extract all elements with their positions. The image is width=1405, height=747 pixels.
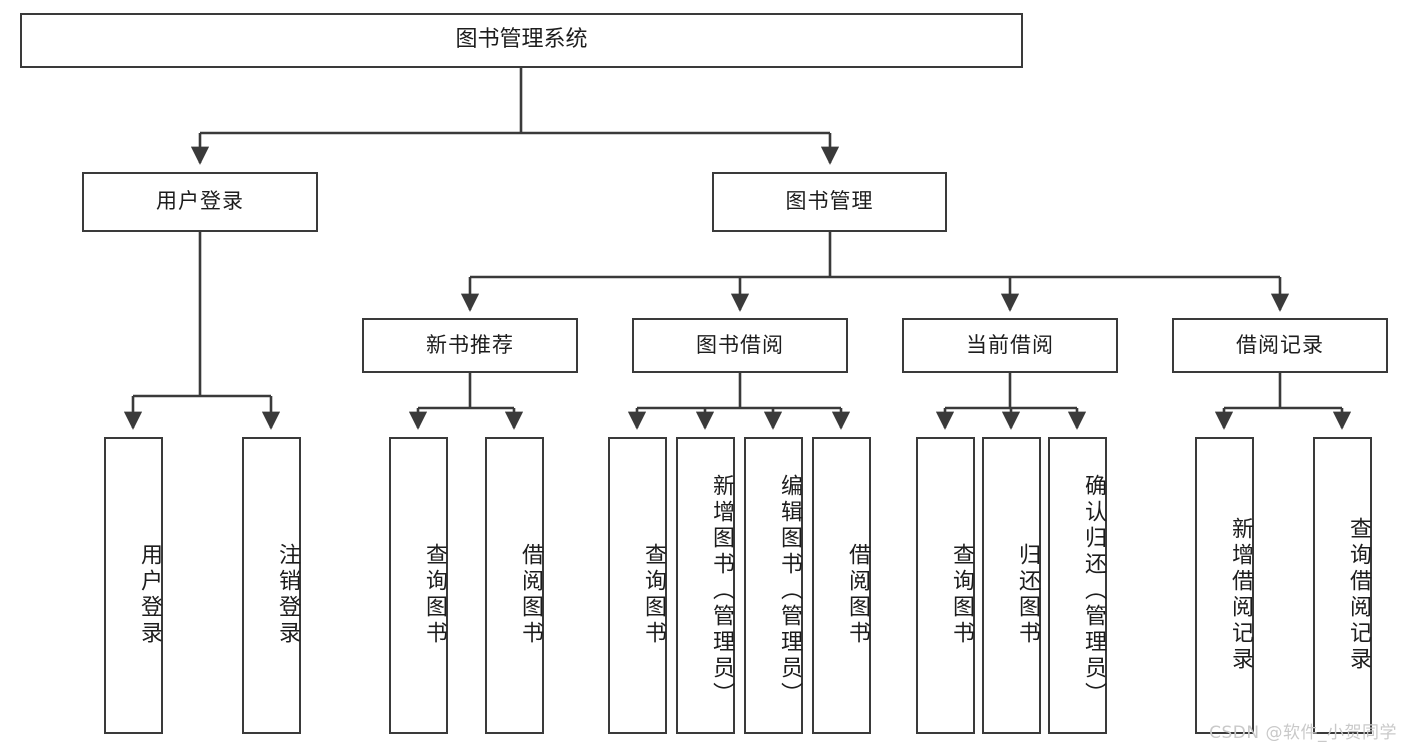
node-label: 用户登录 bbox=[156, 189, 244, 214]
node-new-book-recommend[interactable]: 新书推荐 bbox=[362, 318, 578, 373]
leaf-borrow-query-book[interactable]: 查询图书 bbox=[608, 437, 667, 734]
leaf-user-logout[interactable]: 注销登录 bbox=[242, 437, 301, 734]
node-current-borrow[interactable]: 当前借阅 bbox=[902, 318, 1118, 373]
leaf-record-query-record[interactable]: 查询借阅记录 bbox=[1313, 437, 1372, 734]
node-label: 用户登录 bbox=[137, 542, 162, 647]
node-user-login[interactable]: 用户登录 bbox=[82, 172, 318, 232]
node-label: 查询图书 bbox=[641, 542, 666, 647]
node-label: 查询图书 bbox=[422, 542, 447, 647]
leaf-borrow-add-book-admin[interactable]: 新增图书（管理员） bbox=[676, 437, 735, 734]
leaf-borrow-edit-book-admin[interactable]: 编辑图书（管理员） bbox=[744, 437, 803, 734]
node-label: 借阅图书 bbox=[845, 542, 870, 647]
node-label: 当前借阅 bbox=[966, 332, 1054, 357]
node-label: 新书推荐 bbox=[426, 332, 514, 357]
node-label: 新增图书（管理员） bbox=[709, 473, 734, 708]
node-book-management[interactable]: 图书管理 bbox=[712, 172, 947, 232]
leaf-user-login[interactable]: 用户登录 bbox=[104, 437, 163, 734]
node-label: 借阅记录 bbox=[1236, 332, 1324, 357]
node-root-system[interactable]: 图书管理系统 bbox=[20, 13, 1023, 68]
node-label: 新增借阅记录 bbox=[1228, 516, 1253, 673]
node-label: 图书管理系统 bbox=[455, 27, 588, 53]
node-label: 图书管理 bbox=[785, 189, 874, 214]
node-label: 查询图书 bbox=[949, 542, 974, 647]
leaf-record-add-record[interactable]: 新增借阅记录 bbox=[1195, 437, 1254, 734]
leaf-current-return-book[interactable]: 归还图书 bbox=[982, 437, 1041, 734]
csdn-watermark: CSDN @软件_小贺同学 bbox=[1209, 723, 1397, 743]
node-label: 编辑图书（管理员） bbox=[777, 473, 802, 708]
node-book-borrow[interactable]: 图书借阅 bbox=[632, 318, 848, 373]
node-label: 借阅图书 bbox=[518, 542, 543, 647]
node-label: 注销登录 bbox=[275, 542, 300, 647]
node-label: 归还图书 bbox=[1015, 542, 1040, 647]
leaf-newbook-borrow-book[interactable]: 借阅图书 bbox=[485, 437, 544, 734]
node-label: 图书借阅 bbox=[696, 332, 784, 357]
node-label: 查询借阅记录 bbox=[1346, 516, 1371, 673]
leaf-current-query-book[interactable]: 查询图书 bbox=[916, 437, 975, 734]
leaf-borrow-borrow-book[interactable]: 借阅图书 bbox=[812, 437, 871, 734]
node-borrow-record[interactable]: 借阅记录 bbox=[1172, 318, 1388, 373]
leaf-current-confirm-return-admin[interactable]: 确认归还（管理员） bbox=[1048, 437, 1107, 734]
leaf-newbook-query-book[interactable]: 查询图书 bbox=[389, 437, 448, 734]
node-label: 确认归还（管理员） bbox=[1081, 473, 1106, 708]
